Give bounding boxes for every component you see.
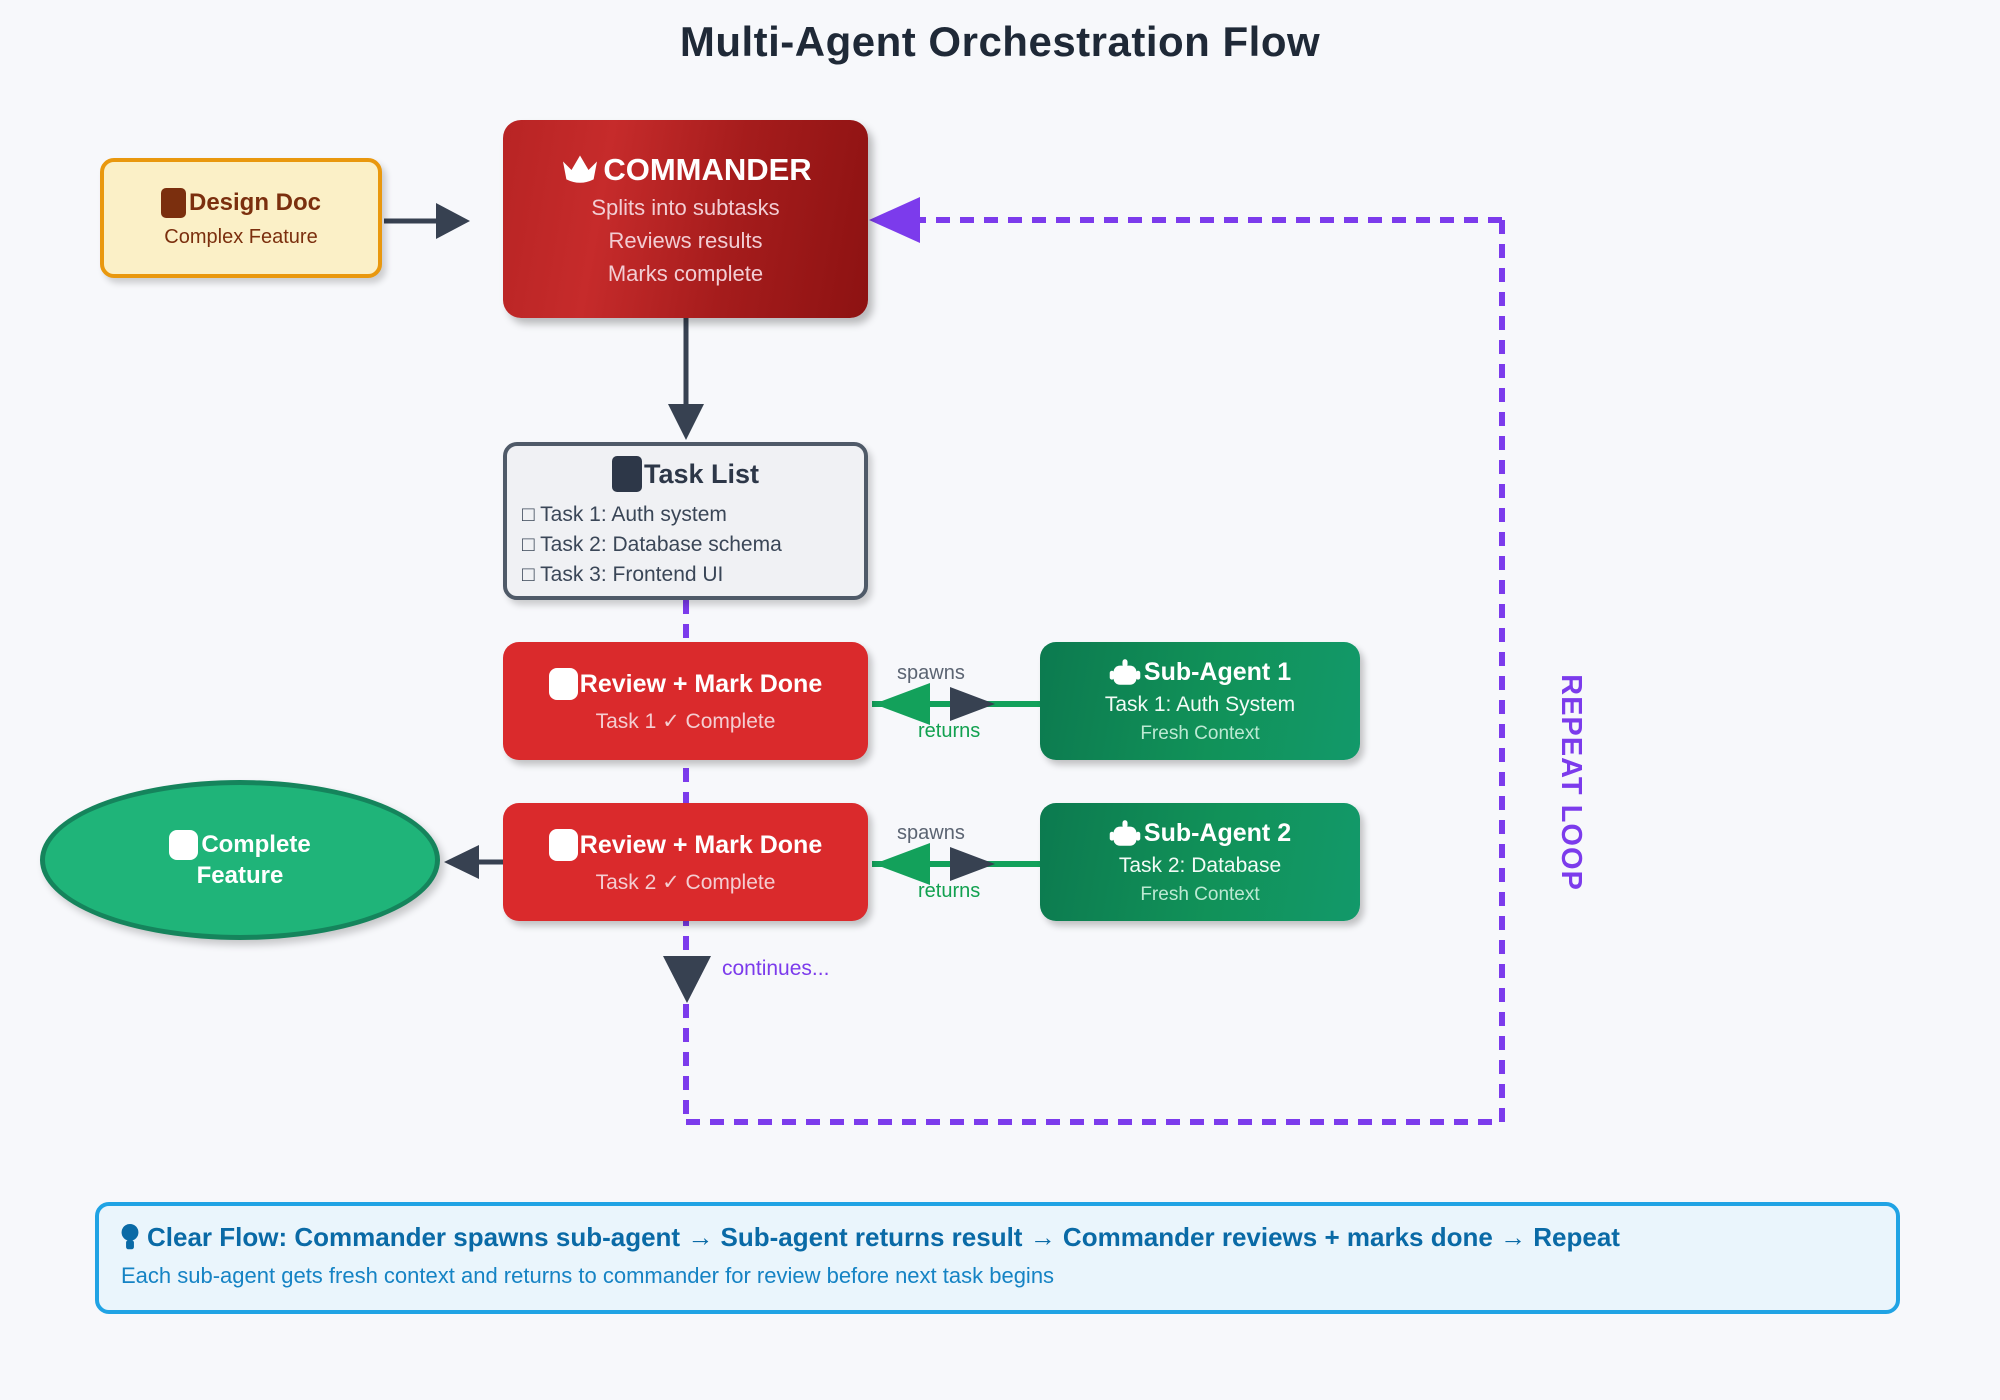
task-list-node: Task List □ Task 1: Auth system □ Task 2…	[503, 442, 868, 600]
spawns-label-2: spawns	[897, 822, 965, 844]
design-doc-subtitle: Complex Feature	[164, 225, 318, 248]
sub-agent-2-task: Task 2: Database	[1118, 853, 1282, 877]
note-heading: Clear Flow: Commander spawns sub-agent →…	[147, 1222, 1620, 1252]
commander-line-2: Reviews results	[608, 227, 763, 253]
complete-title-line2: Feature	[196, 862, 284, 889]
complete-title-row: Complete	[45, 829, 435, 860]
arrow-review2-to-complete	[444, 845, 503, 879]
continues-arrowhead	[663, 956, 711, 1003]
continues-label: continues...	[722, 957, 830, 980]
task-list-item-2: □ Task 2: Database schema	[522, 533, 782, 556]
review-1-title-row: Review + Mark Done	[503, 668, 868, 700]
note-heading-row: Clear Flow: Commander spawns sub-agent →…	[121, 1222, 1896, 1253]
sub-agent-1-node: Sub-Agent 1 Task 1: Auth System Fresh Co…	[1040, 642, 1360, 760]
sub-agent-2-context: Fresh Context	[1140, 883, 1260, 905]
commander-node: COMMANDER Splits into subtasks Reviews r…	[503, 120, 868, 318]
crown-icon	[563, 155, 598, 183]
note-box: Clear Flow: Commander spawns sub-agent →…	[95, 1202, 1900, 1314]
arrow-designdoc-to-commander	[384, 203, 470, 239]
task-list-title-row: Task List	[507, 456, 864, 492]
commander-title: COMMANDER	[603, 151, 812, 187]
review-mark-done-2-node: Review + Mark Done Task 2 ✓ Complete	[503, 803, 868, 921]
document-icon	[160, 187, 186, 218]
lightbulb-icon	[121, 1223, 139, 1249]
review-2-title: Review + Mark Done	[579, 830, 823, 859]
design-doc-node: Design Doc Complex Feature	[100, 158, 382, 278]
commander-line-3: Marks complete	[607, 260, 764, 286]
sub-agent-1-task: Task 1: Auth System	[1104, 692, 1296, 716]
returns-label-2: returns	[918, 880, 981, 902]
task-list-item-1: □ Task 1: Auth system	[522, 503, 727, 526]
sub-agent-2-title-row: Sub-Agent 2	[1040, 819, 1360, 848]
arrow-commander-to-tasklist	[668, 318, 704, 440]
task-list-item-3: □ Task 3: Frontend UI	[522, 563, 724, 586]
connector-review1-subagent1	[872, 683, 1040, 725]
review-1-title: Review + Mark Done	[579, 669, 823, 698]
sub-agent-2-title: Sub-Agent 2	[1143, 818, 1292, 847]
design-doc-title-row: Design Doc	[104, 187, 378, 218]
design-doc-title: Design Doc	[188, 188, 322, 216]
check-square-icon	[548, 829, 578, 861]
robot-icon	[1109, 659, 1141, 685]
sub-agent-1-title: Sub-Agent 1	[1143, 657, 1292, 686]
note-body: Each sub-agent gets fresh context and re…	[121, 1263, 1055, 1288]
spawns-label-1: spawns	[897, 662, 965, 684]
task-list-items: □ Task 1: Auth system □ Task 2: Database…	[507, 500, 864, 590]
task-list-title: Task List	[643, 458, 760, 489]
complete-title-line1: Complete	[201, 831, 311, 858]
check-square-icon	[548, 668, 578, 700]
review-2-title-row: Review + Mark Done	[503, 829, 868, 861]
commander-title-row: COMMANDER	[503, 152, 868, 188]
sub-agent-2-node: Sub-Agent 2 Task 2: Database Fresh Conte…	[1040, 803, 1360, 921]
page-title: Multi-Agent Orchestration Flow	[679, 18, 1321, 65]
robot-icon	[1109, 820, 1141, 846]
clipboard-icon	[611, 456, 642, 492]
returns-label-1: returns	[918, 720, 981, 742]
connector-review2-subagent2	[872, 843, 1040, 885]
check-square-icon	[169, 829, 199, 860]
review-mark-done-1-node: Review + Mark Done Task 1 ✓ Complete	[503, 642, 868, 760]
sub-agent-1-title-row: Sub-Agent 1	[1040, 658, 1360, 687]
sub-agent-1-context: Fresh Context	[1140, 722, 1260, 744]
review-1-subtitle: Task 1 ✓ Complete	[595, 710, 776, 733]
complete-feature-node: Complete Feature	[40, 780, 440, 940]
loop-arrowhead-to-commander	[869, 197, 920, 243]
commander-line-1: Splits into subtasks	[591, 194, 780, 220]
repeat-loop-label: REPEAT LOOP	[1555, 674, 1587, 891]
review-2-subtitle: Task 2 ✓ Complete	[595, 871, 776, 894]
